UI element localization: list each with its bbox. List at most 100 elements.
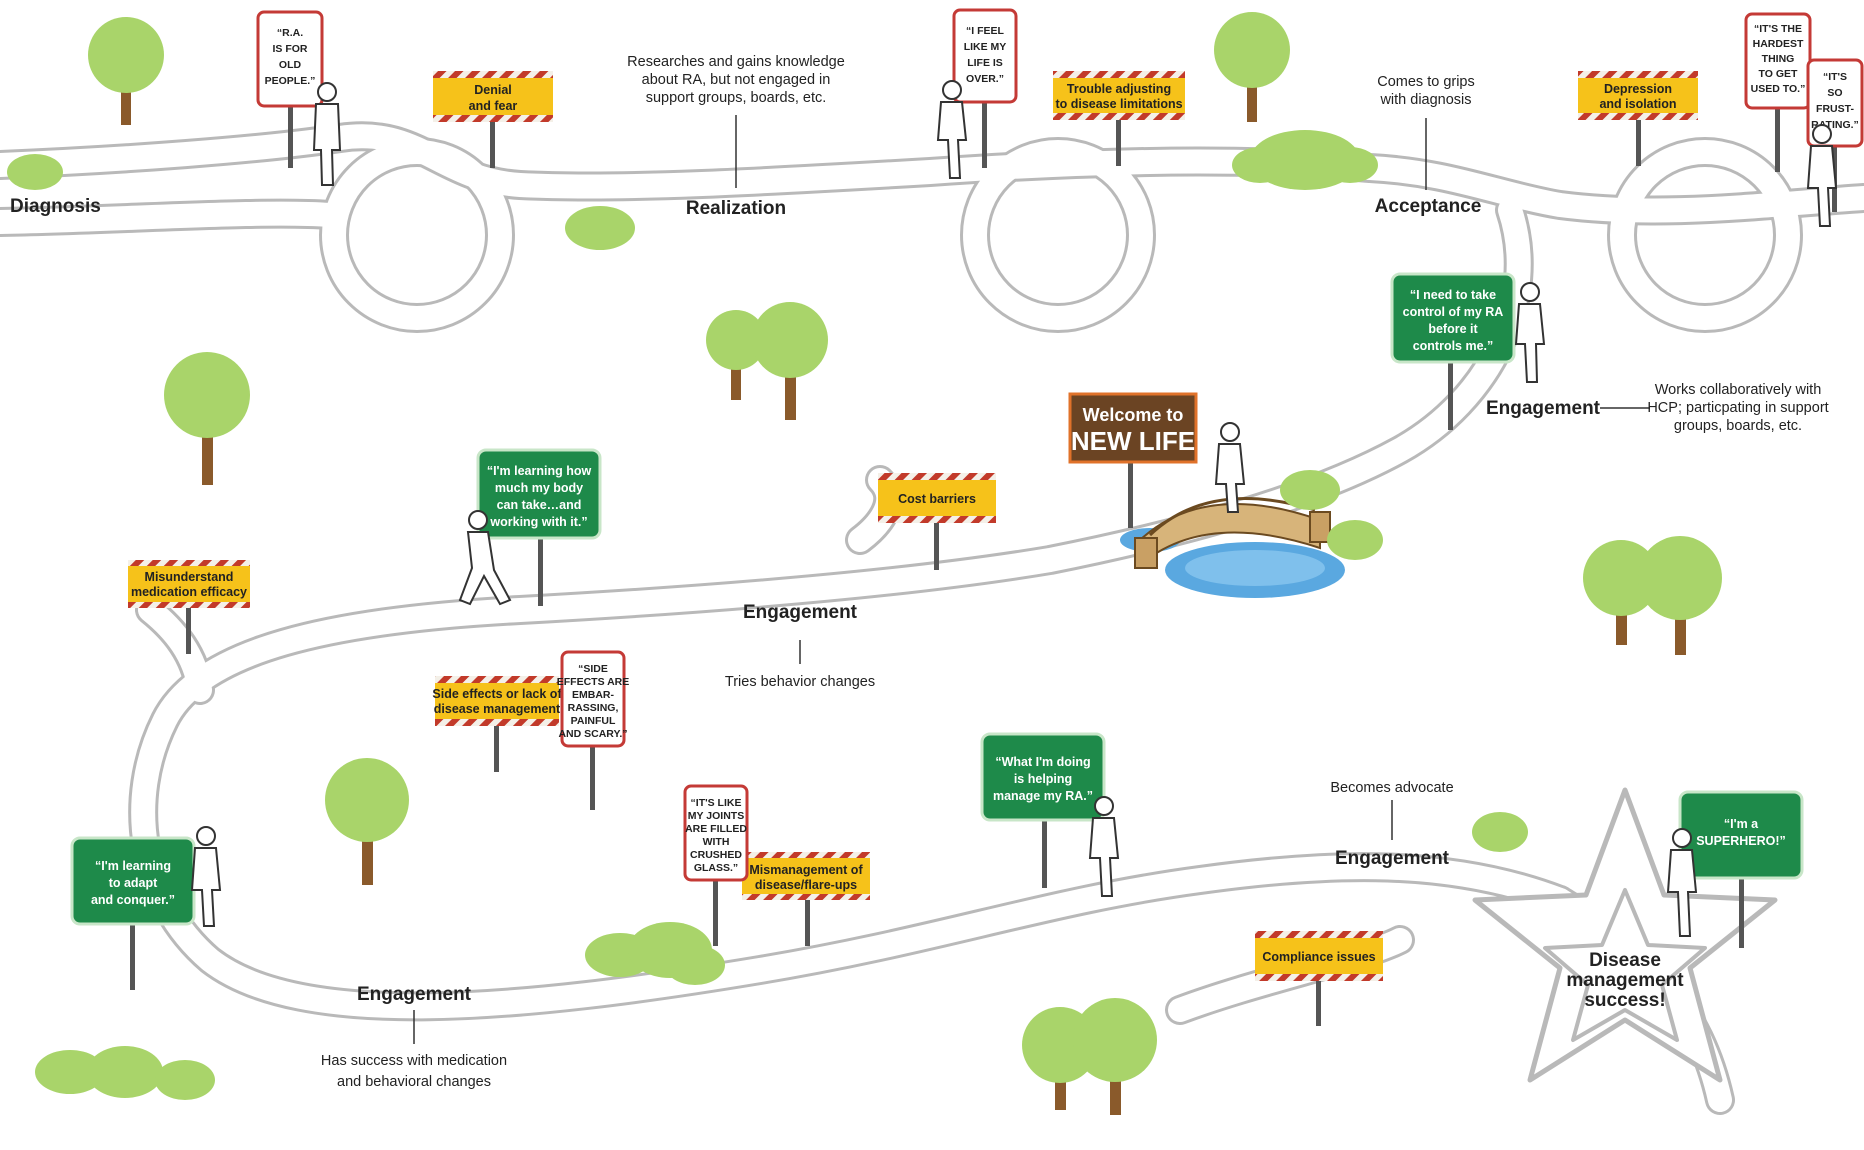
person-icon [1806,124,1838,227]
people [190,80,1838,937]
finish-line-1: Disease [1589,950,1661,971]
svg-text:“IT'S LIKE: “IT'S LIKE [691,797,742,809]
stage-labels: Diagnosis Realization Acceptance Engagem… [10,196,1601,1005]
bush-icon [585,922,725,985]
svg-text:IS FOR: IS FOR [272,43,307,55]
welcome-line-1: Welcome to [1083,405,1184,425]
svg-text:SO: SO [1827,87,1842,99]
svg-text:“I'm learning: “I'm learning [95,859,171,873]
svg-text:Mismanagement of: Mismanagement of [749,863,863,877]
green-sign-helping-manage: “What I'm doing is helping manage my RA.… [980,732,1106,888]
svg-text:“I need to take: “I need to take [1410,288,1496,302]
svg-text:OVER.”: OVER.” [966,73,1004,85]
finish-star: Disease management success! [1472,787,1778,1083]
quote-signs: “R.A. IS FOR OLD PEOPLE.” “I FEEL LIKE M… [256,8,1864,946]
svg-text:Depression: Depression [1604,82,1672,96]
svg-text:AND SCARY.”: AND SCARY.” [558,728,627,740]
svg-text:to adapt: to adapt [109,876,158,890]
tree-icon [1214,12,1290,122]
svg-text:and fear: and fear [469,99,518,113]
welcome-line-2: NEW LIFE [1071,426,1195,456]
barrier-signs: Denial and fear Trouble adjusting to dis… [128,71,1698,1026]
quote-side-effects: “SIDE EFFECTS ARE EMBAR- RASSING, PAINFU… [557,650,630,810]
person-icon [1088,796,1120,897]
svg-text:Cost barriers: Cost barriers [898,492,976,506]
bush-icon [1280,470,1383,560]
svg-text:“SIDE: “SIDE [578,663,608,675]
tree-icon [1638,536,1722,655]
svg-text:“IT'S THE: “IT'S THE [1754,23,1802,35]
svg-text:EFFECTS ARE: EFFECTS ARE [557,676,630,688]
quote-hardest-thing: “IT'S THE HARDEST THING TO GET USED TO.” [1744,12,1812,172]
svg-text:and isolation: and isolation [1599,97,1676,111]
stage-notes: Researches and gains knowledge about RA,… [321,54,1829,1090]
svg-text:TO GET: TO GET [1759,68,1798,80]
svg-text:Compliance issues: Compliance issues [1262,950,1375,964]
svg-text:“What I'm doing: “What I'm doing [995,755,1090,769]
svg-text:“I FEEL: “I FEEL [966,25,1005,37]
svg-text:LIKE MY: LIKE MY [964,41,1007,53]
note-realization: Researches and gains knowledge about RA,… [627,54,845,188]
stage-engagement-middle: Engagement [743,602,858,623]
svg-text:can take…and: can take…and [497,498,582,512]
svg-text:WITH: WITH [703,836,730,848]
svg-text:support groups, boards, etc.: support groups, boards, etc. [646,90,827,106]
stage-acceptance: Acceptance [1375,196,1482,217]
svg-text:Comes to grips: Comes to grips [1377,74,1475,90]
note-engagement-bottom-left: Has success with medication and behavior… [321,1010,507,1090]
finish-line-2: management [1566,970,1684,991]
tree-icon [164,352,250,485]
svg-text:to disease limitations: to disease limitations [1055,97,1182,111]
svg-text:LIFE IS: LIFE IS [967,57,1003,69]
svg-text:HARDEST: HARDEST [1753,38,1804,50]
svg-text:USED TO.”: USED TO.” [1751,83,1806,95]
green-sign-adapt-conquer: “I'm learning to adapt and conquer.” [70,836,196,990]
svg-text:Has success with medication: Has success with medication [321,1053,507,1069]
person-icon [1666,828,1698,937]
svg-text:FRUST-: FRUST- [1816,103,1854,115]
svg-text:“R.A.: “R.A. [277,27,303,39]
stage-engagement-bottom-right: Engagement [1335,848,1450,869]
svg-text:MY JOINTS: MY JOINTS [688,810,744,822]
green-sign-take-control: “I need to take control of my RA before … [1390,272,1516,430]
svg-text:THING: THING [1762,53,1795,65]
svg-text:Researches and gains knowledge: Researches and gains knowledge [627,54,845,70]
tree-icon [88,17,164,125]
svg-text:ARE FILLED: ARE FILLED [685,823,747,835]
svg-text:CRUSHED: CRUSHED [690,849,742,861]
person-icon [1214,422,1246,513]
svg-text:working with it.”: working with it.” [489,515,587,529]
sign-compliance-issues: Compliance issues [1255,931,1383,1026]
sign-depression-isolation: Depression and isolation [1578,71,1698,166]
person-icon [190,826,222,927]
svg-text:Denial: Denial [474,83,512,97]
person-icon [312,82,342,186]
tree-icon [1073,998,1157,1115]
svg-text:Works collaboratively with: Works collaboratively with [1655,382,1822,398]
svg-text:medication efficacy: medication efficacy [131,585,247,599]
svg-text:“I'm learning how: “I'm learning how [487,464,592,478]
svg-text:PAINFUL: PAINFUL [571,715,616,727]
bush-icon [1232,130,1378,190]
svg-text:groups, boards, etc.: groups, boards, etc. [1674,418,1802,434]
quote-crushed-glass: “IT'S LIKE MY JOINTS ARE FILLED WITH CRU… [683,784,749,946]
svg-text:SUPERHERO!”: SUPERHERO!” [1696,834,1786,848]
note-engagement-right: Works collaboratively with HCP; particpa… [1600,382,1829,434]
svg-text:controls me.”: controls me.” [1413,339,1494,353]
svg-text:Trouble adjusting: Trouble adjusting [1067,82,1171,96]
person-icon [1514,282,1546,383]
tree-icon [1583,540,1659,645]
svg-text:disease management: disease management [434,702,561,716]
stage-engagement-bottom-left: Engagement [357,984,472,1005]
stage-realization: Realization [686,198,786,219]
svg-text:Misunderstand: Misunderstand [145,570,234,584]
note-engagement-middle: Tries behavior changes [725,640,875,690]
svg-text:GLASS.”: GLASS.” [694,862,738,874]
stage-diagnosis: Diagnosis [10,196,101,217]
svg-text:“IT'S: “IT'S [1823,71,1847,83]
sign-cost-barriers: Cost barriers [878,473,996,570]
sign-trouble-adjusting: Trouble adjusting to disease limitations [1053,71,1185,166]
note-acceptance: Comes to grips with diagnosis [1377,74,1475,190]
svg-text:with diagnosis: with diagnosis [1379,92,1471,108]
